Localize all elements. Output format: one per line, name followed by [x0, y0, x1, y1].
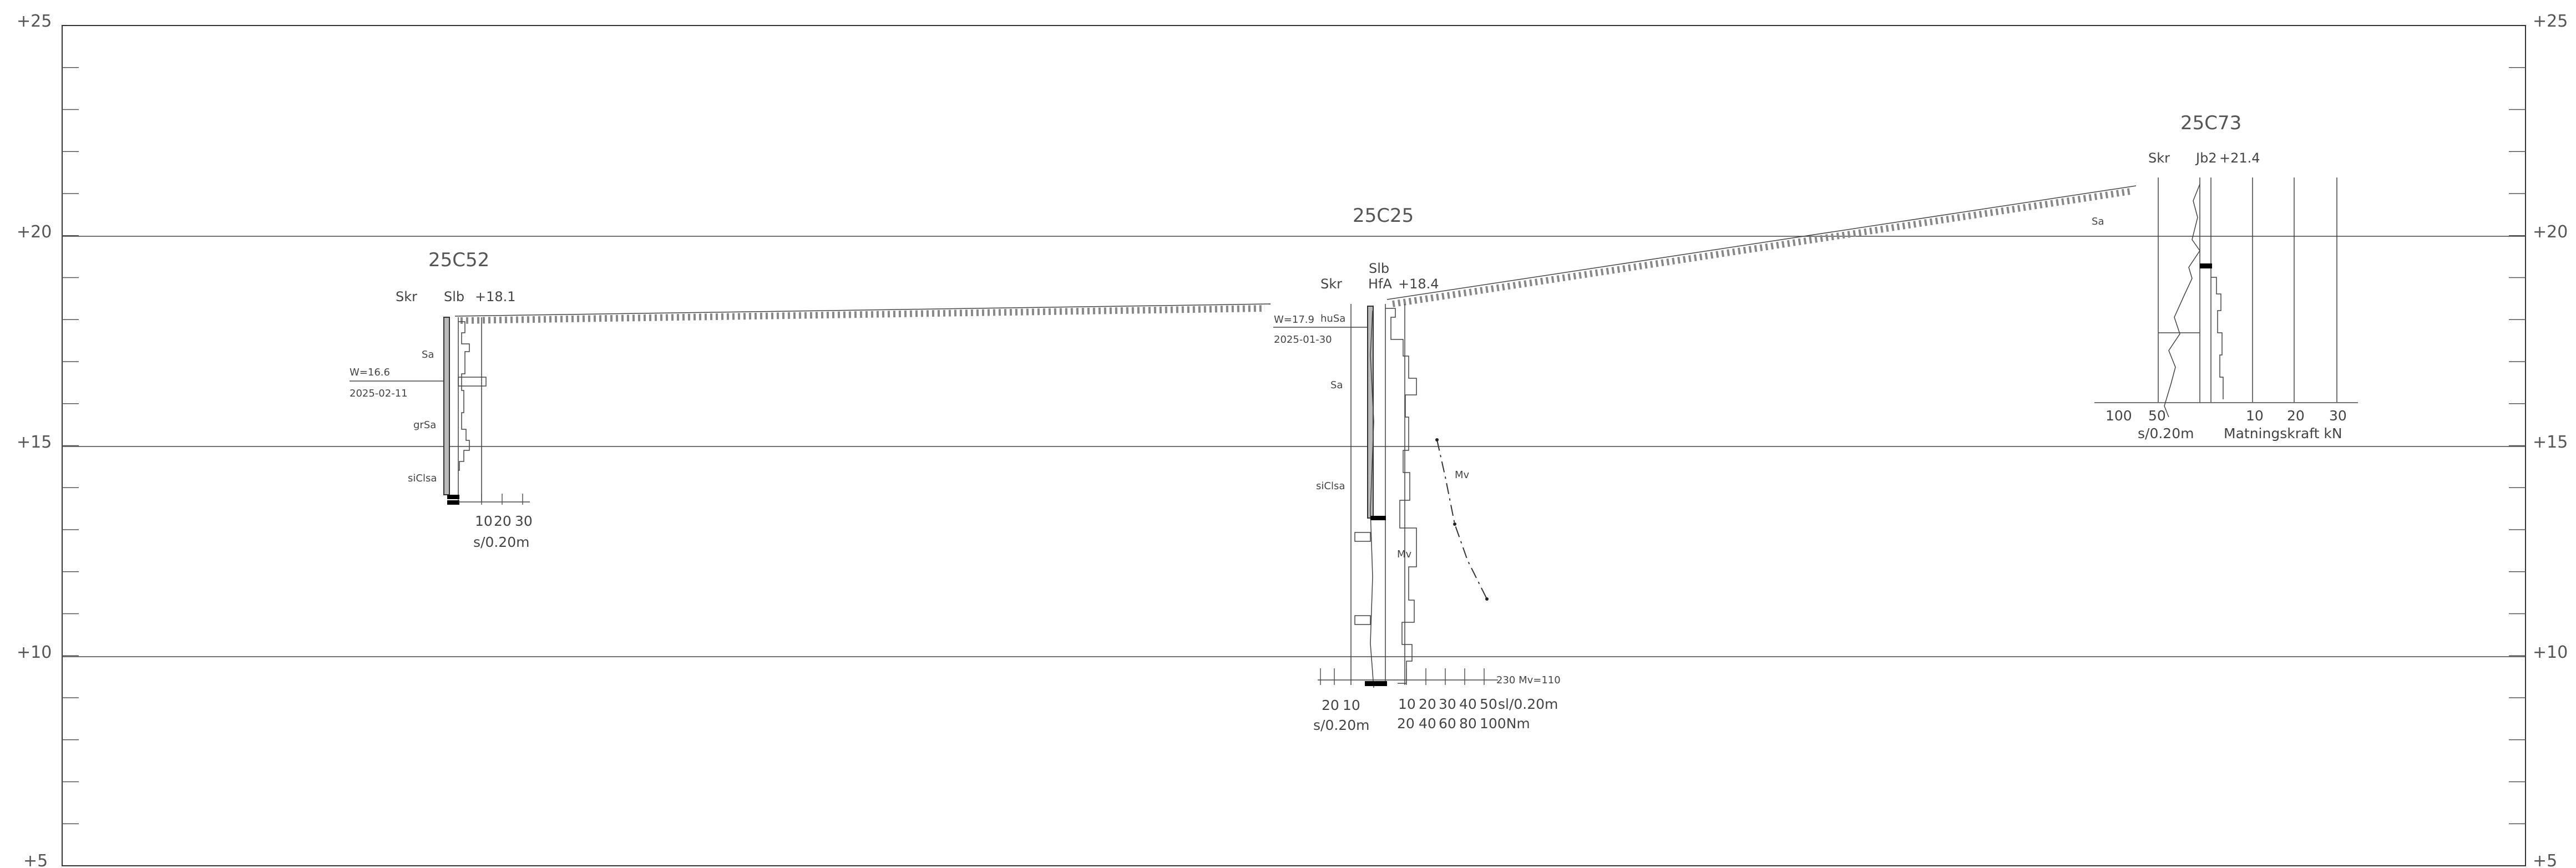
soil-label-sa: Sa	[422, 349, 434, 361]
borehole-id: 25C52	[428, 249, 489, 271]
torque-tick-60: 60	[1439, 715, 1456, 732]
torque-tick-40: 40	[1419, 715, 1436, 732]
right-tick-40: 40	[1459, 696, 1477, 712]
ground-surface-line	[454, 185, 2137, 324]
elev-label-right-20: +20	[2533, 222, 2568, 242]
left-bar	[1354, 532, 1371, 542]
left-bar-2	[1354, 615, 1371, 625]
axis-tick-30: 30	[515, 513, 533, 529]
borehole-25C52: 25C52 Skr Slb +18.1 Sa grSa siClsa W=16.…	[350, 249, 533, 550]
elevation-ticks-left	[62, 67, 79, 824]
column-label-skr: Skr	[2148, 150, 2170, 166]
left-tick-50: 50	[2148, 408, 2166, 424]
probe-peak-bar	[458, 377, 487, 387]
column-label-skr: Skr	[396, 289, 417, 304]
elev-label-left-10: +10	[17, 643, 52, 662]
elev-label-left-25: +25	[17, 12, 52, 31]
skr-column	[443, 317, 450, 495]
mv-label: Mv	[1455, 469, 1470, 481]
torque-tick-80: 80	[1459, 715, 1477, 732]
soil-label-sa: Sa	[1330, 379, 1343, 391]
borehole-25C73: 25C73 Skr Jb2 +21.4 Sa 100 50 s/0.20m 10…	[2092, 112, 2358, 441]
elev-label-right-25: +25	[2533, 12, 2568, 31]
skr-hatch	[444, 318, 449, 494]
axis-unit-label: s/0.20m	[473, 534, 529, 550]
soil-label-grsa: grSa	[413, 419, 436, 431]
skr-column	[1367, 306, 1374, 519]
left-tick-20: 20	[1322, 697, 1339, 713]
water-date-label: 2025-01-30	[1274, 334, 1332, 346]
stop-mark-mid	[1370, 516, 1386, 520]
right-tick-20: 20	[1419, 696, 1436, 712]
water-level-label: W=17.9	[1274, 314, 1314, 326]
elev-label-left-20: +20	[17, 222, 52, 242]
right-tick-10: 10	[2246, 408, 2264, 424]
right-tick-20: 20	[2287, 408, 2305, 424]
soil-label-sa: Sa	[2092, 216, 2104, 227]
right-tick-10: 10	[1398, 696, 1416, 712]
stop-mark	[1365, 681, 1387, 686]
stop-mark-2	[447, 500, 459, 505]
borehole-id: 25C73	[2180, 112, 2241, 134]
column-label-method: Slb	[1369, 261, 1389, 276]
left-unit-label: s/0.20m	[2138, 425, 2194, 441]
axis-tick-10: 10	[475, 513, 493, 529]
right-tick-30: 30	[1439, 696, 1456, 712]
left-tick-100: 100	[2106, 408, 2132, 424]
column-label-skr: Skr	[1320, 276, 1342, 292]
borehole-25C25: 25C25 Skr Slb HfA +18.4 huSa Sa siClsa W…	[1273, 205, 1561, 733]
probe-resistance-curve	[458, 321, 470, 471]
borehole-id: 25C25	[1353, 205, 1414, 227]
probe-resistance-curve	[1385, 308, 1417, 684]
ground-level-label: +21.4	[2219, 150, 2260, 166]
right-unit-label: Matningskraft kN	[2224, 425, 2342, 441]
water-level-label: W=16.6	[350, 367, 390, 378]
soil-label-siclsa: siClsa	[1316, 480, 1345, 492]
stop-mark	[447, 495, 459, 499]
axis-tick-20: 20	[494, 513, 512, 529]
elev-label-right-5: +5	[2533, 851, 2557, 868]
torque-tick-20: 20	[1397, 715, 1415, 732]
column-label-method: Slb	[444, 289, 464, 304]
right-tick-30: 30	[2329, 408, 2347, 424]
ground-level-label: +18.1	[475, 289, 516, 304]
right-unit-label: sl/0.20m	[1498, 696, 1558, 712]
elev-label-right-10: +10	[2533, 643, 2568, 662]
ground-level-label: +18.4	[1398, 276, 1439, 292]
elev-label-left-5: +5	[23, 851, 48, 868]
force-curve	[2211, 277, 2224, 399]
torque-tick-100: 100Nm	[1480, 715, 1530, 732]
soil-label-husa: huSa	[1320, 313, 1345, 324]
stop-mark	[2200, 263, 2212, 268]
mv-label-2: Mv	[1397, 549, 1412, 560]
blow-count-curve	[2164, 184, 2200, 418]
right-tick-50: 50	[1480, 696, 1497, 712]
elevation-ticks-right	[2509, 67, 2526, 824]
column-label-method2: HfA	[1368, 276, 1392, 292]
mv-line	[1436, 439, 1487, 600]
elev-label-right-15: +15	[2533, 433, 2568, 452]
water-date-label: 2025-02-11	[350, 388, 408, 399]
torque-curve	[1370, 310, 1374, 688]
elev-label-left-15: +15	[17, 433, 52, 452]
bottom-note: 230 Mv=110	[1496, 674, 1561, 686]
column-label-method: Jb2	[2195, 150, 2217, 166]
left-unit-label: s/0.20m	[1313, 717, 1369, 733]
left-tick-10: 10	[1343, 697, 1360, 713]
soil-label-siclsa: siClsa	[408, 473, 437, 484]
